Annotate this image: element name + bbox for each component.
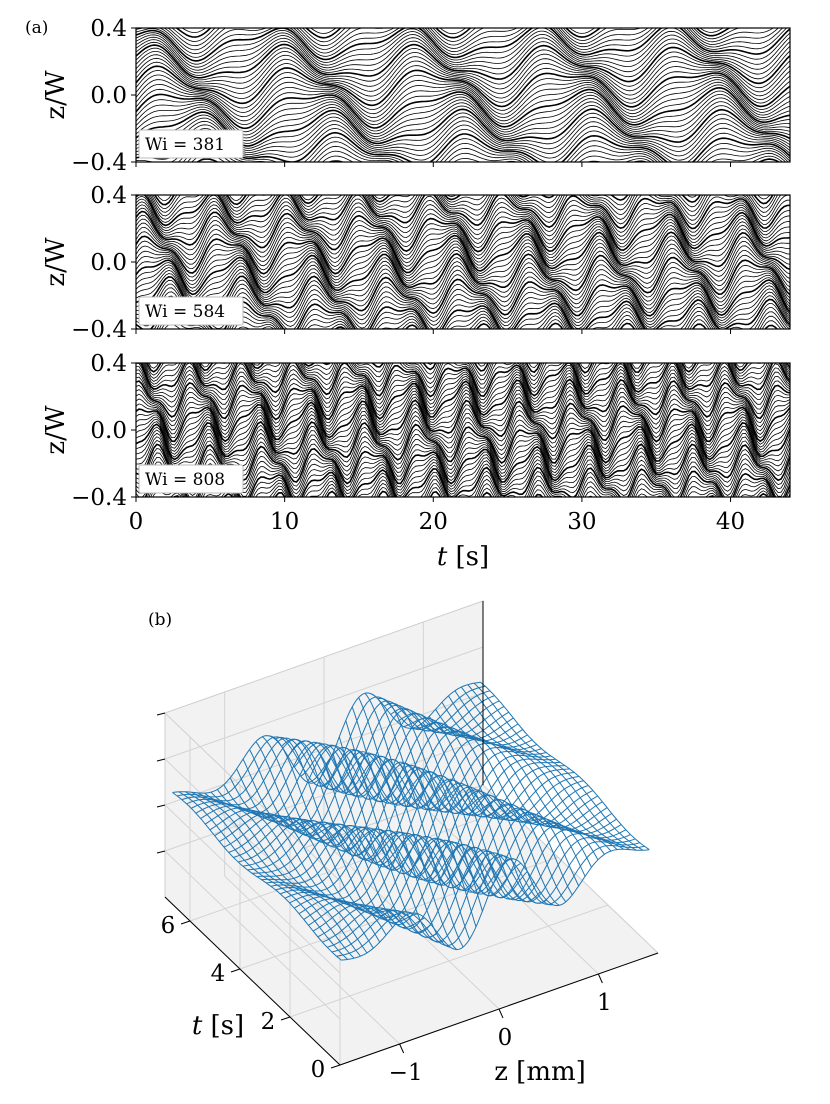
z-tick-label: 0	[498, 1025, 513, 1051]
z-tick-label: −1	[389, 1060, 423, 1086]
panel-b: −1 0 1 0 2 4 6 z [mm] t [s]	[156, 600, 659, 1087]
xtick-label: 40	[716, 509, 745, 535]
streak-lines	[136, 28, 790, 162]
xlabel: t [s]	[437, 542, 489, 572]
ytick-label: 0.0	[90, 83, 127, 109]
ytick-label: −0.4	[71, 150, 127, 176]
t-axis-label: t [s]	[192, 1011, 244, 1041]
ytick-label: 0.0	[90, 418, 127, 444]
panel-a-label: (a)	[25, 18, 48, 38]
xtick-label: 30	[567, 509, 596, 535]
subplot-3: 0.4 0.0 −0.4 z/W Wi = 808	[41, 351, 791, 511]
ylabel: z/W	[41, 70, 71, 119]
streak-lines	[136, 363, 790, 497]
subplot-2: 0.4 0.0 −0.4 z/W Wi = 584	[41, 183, 791, 343]
t-tick-label: 0	[311, 1057, 326, 1083]
wireframe-surface	[172, 681, 650, 961]
xtick-label: 0	[129, 509, 144, 535]
ylabel: z/W	[41, 237, 71, 286]
ytick-label: 0.4	[90, 183, 127, 209]
wi-annotation: Wi = 584	[145, 302, 225, 322]
ylabel: z/W	[41, 405, 71, 454]
streak-lines	[136, 195, 790, 329]
panel-b-label: (b)	[148, 610, 172, 630]
axes-3d	[156, 601, 659, 1069]
ytick-label: 0.4	[90, 351, 127, 377]
t-tick-label: 4	[211, 961, 226, 987]
wi-annotation: Wi = 381	[145, 135, 225, 155]
xtick-label: 20	[419, 509, 448, 535]
ytick-label: −0.4	[71, 317, 127, 343]
ytick-label: −0.4	[71, 485, 127, 511]
z-tick-label: 1	[597, 990, 612, 1016]
ytick-label: 0.0	[90, 250, 127, 276]
panel-a: 0.4 0.0 −0.4 z/W Wi = 381 0.4 0.0 −0.4 z/W Wi = 5…	[41, 16, 791, 572]
subplot-1: 0.4 0.0 −0.4 z/W Wi = 381	[41, 16, 791, 176]
t-tick-label: 2	[261, 1009, 276, 1035]
ytick-label: 0.4	[90, 16, 127, 42]
z-axis-label: z [mm]	[494, 1057, 586, 1087]
wi-annotation: Wi = 808	[145, 470, 225, 490]
t-tick-label: 6	[161, 913, 176, 939]
xtick-label: 10	[270, 509, 299, 535]
